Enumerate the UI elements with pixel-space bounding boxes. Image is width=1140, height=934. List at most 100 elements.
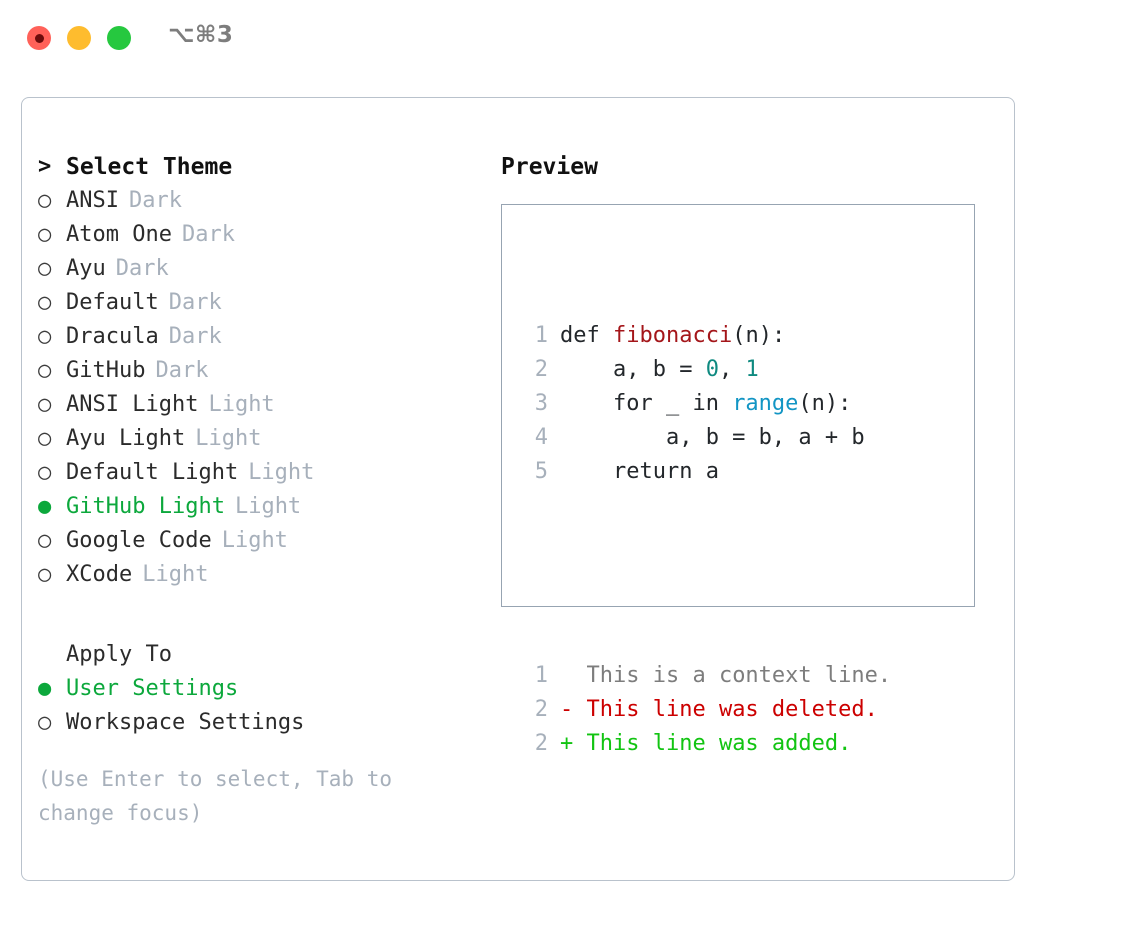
code-token-plain: def: [560, 323, 613, 348]
radio-unselected-icon: ○: [38, 290, 52, 315]
code-token-fn: fibonacci: [612, 323, 733, 348]
theme-option-label: XCode: [66, 562, 133, 587]
diff-line-added: 2 + This line was added.: [522, 727, 891, 761]
preview-header: Preview: [501, 150, 598, 184]
theme-option-xcode[interactable]: ○ XCode Light: [38, 558, 478, 592]
theme-variant-badge: Light: [208, 392, 275, 417]
code-token-num: 1: [745, 357, 759, 382]
theme-option-label: Default: [66, 290, 159, 315]
radio-unselected-icon: ○: [38, 562, 52, 587]
minimize-button[interactable]: [67, 26, 91, 50]
diff-line-context: 1 This is a context line.: [522, 659, 891, 693]
apply-to-header: Apply To: [38, 638, 478, 672]
diff-sign: [560, 663, 573, 688]
theme-variant-badge: Light: [234, 494, 302, 519]
line-number: 2: [534, 731, 548, 756]
radio-unselected-icon: ○: [38, 324, 52, 349]
radio-unselected-icon: ○: [38, 710, 52, 735]
theme-option-github[interactable]: ○ GitHub Dark: [38, 354, 478, 388]
theme-option-label: Atom One: [66, 222, 172, 247]
theme-variant-badge: Light: [221, 528, 288, 553]
line-number: 2: [534, 697, 548, 722]
code-token-call: range: [732, 391, 799, 416]
theme-option-google-code[interactable]: ○ Google Code Light: [38, 524, 478, 558]
code-token-plain: (n):: [732, 323, 786, 348]
theme-variant-badge: Dark: [155, 358, 209, 383]
maximize-button[interactable]: [107, 26, 131, 50]
line-number: 3: [534, 391, 548, 416]
apply-to-option-label: Workspace Settings: [66, 710, 305, 735]
preview-title: Preview: [501, 154, 598, 180]
code-line: 2 a, b = 0, 1: [522, 353, 891, 387]
radio-unselected-icon: ○: [38, 256, 52, 281]
apply-to-option-list: ●User Settings ○ Workspace Settings: [38, 672, 478, 740]
radio-unselected-icon: ○: [38, 392, 52, 417]
traffic-light-buttons: [27, 26, 131, 50]
apply-to-title: Apply To: [66, 642, 172, 667]
close-button[interactable]: [27, 26, 51, 50]
code-token-plain: return a: [560, 459, 719, 484]
theme-option-label: Google Code: [66, 528, 212, 553]
theme-option-label: GitHub: [66, 358, 146, 383]
theme-option-label: Default Light: [66, 460, 239, 485]
radio-selected-icon: ●: [38, 494, 52, 519]
apply-to-option-user-settings[interactable]: ●User Settings: [38, 672, 478, 706]
theme-option-ayu-light[interactable]: ○ Ayu Light Light: [38, 422, 478, 456]
select-theme-header: > Select Theme: [38, 150, 478, 184]
theme-option-default[interactable]: ○ Default Dark: [38, 286, 478, 320]
line-number: 5: [534, 459, 548, 484]
prompt-caret-icon: >: [38, 154, 52, 179]
theme-option-label: Ayu Light: [66, 426, 186, 451]
code-token-plain: for _ in: [560, 391, 733, 416]
theme-variant-badge: Dark: [168, 290, 222, 315]
theme-variant-badge: Light: [142, 562, 209, 587]
radio-unselected-icon: ○: [38, 460, 52, 485]
line-number: 1: [534, 663, 548, 688]
theme-variant-badge: Dark: [181, 222, 235, 247]
line-number: 4: [534, 425, 548, 450]
code-token-plain: a, b =: [560, 357, 706, 382]
radio-selected-icon: ●: [38, 676, 52, 701]
code-diff-spacer: [522, 557, 891, 591]
cursor-indicator: [34, 33, 44, 43]
diff-sign: +: [560, 731, 574, 756]
radio-unselected-icon: ○: [38, 426, 52, 451]
keyboard-hint-text: (Use Enter to select, Tab to change focu…: [38, 767, 393, 825]
code-line: 4 a, b = b, a + b: [522, 421, 891, 455]
code-line: 5 return a: [522, 455, 891, 489]
theme-option-atom-one[interactable]: ○ Atom One Dark: [38, 218, 478, 252]
theme-option-default-light[interactable]: ○ Default Light Light: [38, 456, 478, 490]
section-spacer: [38, 592, 478, 638]
line-number: 2: [534, 357, 548, 382]
theme-variant-badge: Dark: [168, 324, 222, 349]
theme-option-label: ANSI: [66, 188, 119, 213]
diff-sign: -: [560, 697, 574, 722]
theme-variant-badge: Light: [195, 426, 262, 451]
diff-text: This line was added.: [573, 731, 852, 756]
theme-variant-badge: Dark: [128, 188, 182, 213]
radio-unselected-icon: ○: [38, 358, 52, 383]
code-token-plain: a, b = b, a + b: [560, 425, 865, 450]
radio-unselected-icon: ○: [38, 222, 52, 247]
theme-option-github-light[interactable]: ● GitHub Light Light: [38, 490, 478, 524]
code-line: 3 for _ in range(n):: [522, 387, 891, 421]
theme-option-label: Ayu: [66, 256, 106, 281]
title-bar: ⌥⌘3: [0, 0, 1140, 76]
diff-line-deleted: 2- This line was deleted.: [522, 693, 891, 727]
theme-option-label: GitHub Light: [66, 494, 225, 519]
theme-variant-badge: Light: [248, 460, 315, 485]
radio-unselected-icon: ○: [38, 528, 52, 553]
diff-text: This line was deleted.: [573, 697, 878, 722]
code-token-num: 0: [705, 357, 719, 382]
apply-to-option-workspace-settings[interactable]: ○ Workspace Settings: [38, 706, 478, 740]
code-token-plain: (n):: [798, 391, 852, 416]
